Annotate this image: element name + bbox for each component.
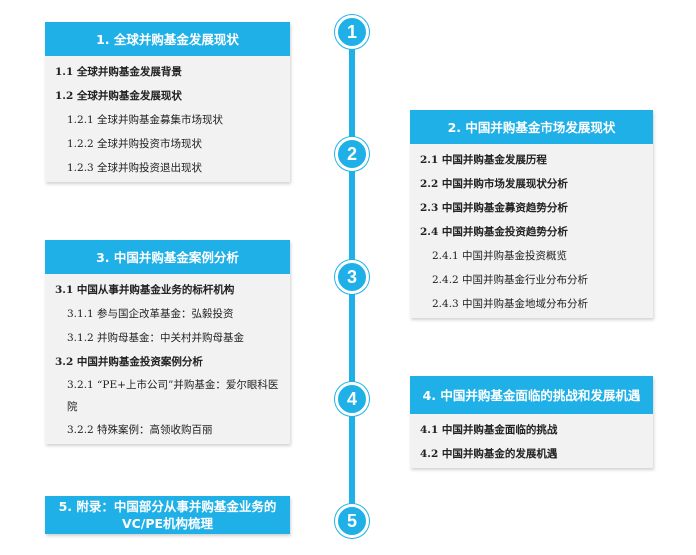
section-2-body: 2.1 中国并购基金发展历程 2.2 中国并购市场发展现状分析 2.3 中国并购… [410,144,653,318]
timeline-node-2: 2 [335,137,369,171]
section-4: 4. 中国并购基金面临的挑战和发展机遇 4.1 中国并购基金面临的挑战 4.2 … [410,376,653,468]
list-item: 1.2 全球并购基金发展现状 [55,90,182,102]
list-item: 1.2.2 全球并购投资市场现状 [67,138,203,150]
section-3-body: 3.1 中国从事并购基金业务的标杆机构 3.1.1 参与国企改革基金：弘毅投资 … [45,274,290,444]
list-item: 2.3 中国并购基金募资趋势分析 [420,202,568,214]
section-4-body: 4.1 中国并购基金面临的挑战 4.2 中国并购基金的发展机遇 [410,414,653,468]
timeline-node-3: 3 [335,260,369,294]
section-1-body: 1.1 全球并购基金发展背景 1.2 全球并购基金发展现状 1.2.1 全球并购… [45,56,290,182]
list-item: 2.4 中国并购基金投资趋势分析 [420,226,568,238]
list-item: 2.4.1 中国并购基金投资概览 [432,250,568,262]
list-item: 2.1 中国并购基金发展历程 [420,154,547,166]
section-2: 2. 中国并购基金市场发展现状 2.1 中国并购基金发展历程 2.2 中国并购市… [410,110,653,318]
section-5: 5. 附录：中国部分从事并购基金业务的VC/PE机构梳理 [45,496,290,534]
list-item: 2.2 中国并购市场发展现状分析 [420,178,568,190]
list-item: 1.2.1 全球并购基金募集市场现状 [67,114,224,126]
section-1-title: 1. 全球并购基金发展现状 [45,22,290,56]
list-item: 3.1.1 参与国企改革基金：弘毅投资 [67,308,234,320]
timeline-node-5: 5 [335,504,369,538]
section-5-title: 5. 附录：中国部分从事并购基金业务的VC/PE机构梳理 [45,496,290,534]
section-3-title: 3. 中国并购基金案例分析 [45,240,290,274]
list-item: 4.2 中国并购基金的发展机遇 [420,448,558,460]
section-1: 1. 全球并购基金发展现状 1.1 全球并购基金发展背景 1.2 全球并购基金发… [45,22,290,182]
list-item: 3.2.1 “PE+上市公司”并购基金：爱尔眼科医院 [67,379,279,413]
section-3: 3. 中国并购基金案例分析 3.1 中国从事并购基金业务的标杆机构 3.1.1 … [45,240,290,444]
section-4-title: 4. 中国并购基金面临的挑战和发展机遇 [410,376,653,414]
list-item: 3.2 中国并购基金投资案例分析 [55,356,203,368]
timeline-node-1: 1 [335,15,369,49]
list-item: 4.1 中国并购基金面临的挑战 [420,424,558,436]
list-item: 3.1 中国从事并购基金业务的标杆机构 [55,284,235,296]
list-item: 3.1.2 并购母基金：中关村并购母基金 [67,332,245,344]
list-item: 2.4.3 中国并购基金地域分布分析 [432,298,589,310]
list-item: 1.1 全球并购基金发展背景 [55,66,182,78]
section-2-title: 2. 中国并购基金市场发展现状 [410,110,653,144]
list-item: 1.2.3 全球并购投资退出现状 [67,162,203,174]
timeline-node-4: 4 [335,382,369,416]
list-item: 2.4.2 中国并购基金行业分布分析 [432,274,589,286]
list-item: 3.2.2 特殊案例：高领收购百丽 [67,424,213,436]
